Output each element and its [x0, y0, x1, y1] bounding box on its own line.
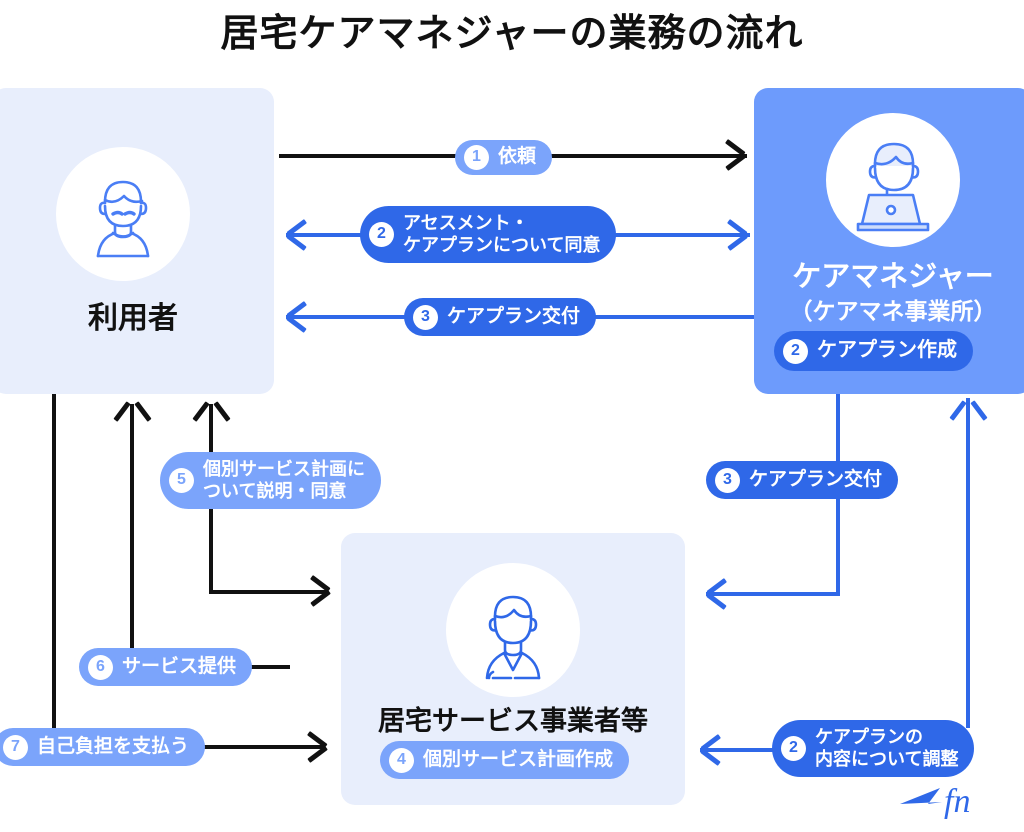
- badge-label: ケアプラン作成: [817, 339, 957, 362]
- flow-badge-7-self-payment[interactable]: 7 自己負担を支払う: [0, 728, 206, 766]
- badge-label: ケアプラン交付: [749, 468, 883, 490]
- flow-badge-3-care-plan-delivery-provider[interactable]: 3 ケアプラン交付: [706, 461, 899, 499]
- entity-name-provider: 居宅サービス事業者等: [378, 706, 648, 736]
- arrowhead-right-1: [725, 139, 754, 170]
- flow-line-4-horizontal: [706, 592, 840, 596]
- elderly-person-icon: [56, 147, 190, 281]
- flow-badge-5-individual-plan-explanation[interactable]: 5 個別サービス計画に ついて説明・同意: [160, 452, 381, 509]
- flow-line-5-vertical: [966, 398, 970, 728]
- badge-number: 5: [169, 468, 194, 493]
- entity-subname-care-manager: （ケアマネ事業所）: [789, 298, 997, 324]
- badge-label: 自己負担を支払う: [37, 735, 190, 757]
- badge-label-line1: アセスメント・: [403, 213, 529, 234]
- flow-line-6-horizontal: [209, 590, 327, 594]
- badge-number: 1: [464, 145, 489, 170]
- badge-label: サービス提供: [122, 655, 237, 677]
- arrowhead-up-6: [192, 395, 231, 421]
- page-title: 居宅ケアマネジャーの業務の流れ: [220, 13, 804, 55]
- arrowhead-right-8: [307, 731, 336, 762]
- flow-line-5-horizontal: [700, 748, 790, 752]
- badge-number: 4: [389, 747, 414, 773]
- arrowhead-right-2: [727, 219, 756, 250]
- badge-label-line2: ついて説明・同意: [203, 480, 347, 501]
- flow-badge-1-request[interactable]: 1 依頼: [455, 140, 553, 175]
- svg-text:fn: fn: [944, 783, 970, 820]
- flow-badge-6-service-provision[interactable]: 6 サービス提供: [79, 648, 253, 686]
- flow-badge-2-assessment-agreement[interactable]: 2 アセスメント・ ケアプランについて同意: [360, 206, 617, 263]
- badge-label: 個別サービス計画作成: [423, 748, 614, 770]
- arrowhead-up-7: [113, 395, 152, 421]
- entity-name-user: 利用者: [88, 302, 178, 335]
- badge-label: 依頼: [498, 146, 537, 168]
- badge-number: 3: [715, 467, 740, 493]
- badge-label: ケアプラン交付: [447, 305, 581, 327]
- arrowhead-up-5: [949, 394, 988, 420]
- brand-watermark: fn: [898, 776, 1024, 832]
- flow-badge-3-care-plan-delivery-user[interactable]: 3 ケアプラン交付: [404, 298, 597, 336]
- brand-swoosh-icon: [900, 788, 942, 804]
- badge-number: 2: [781, 736, 806, 761]
- badge-label-line1: 個別サービス計画に: [203, 459, 365, 480]
- badge-label-line2: ケアプランについて同意: [403, 234, 601, 255]
- care-manager-laptop-icon: [826, 113, 960, 247]
- arrowhead-left-3: [278, 301, 307, 332]
- badge-number: 2: [783, 338, 808, 364]
- entity-box-provider: 居宅サービス事業者等 4 個別サービス計画作成: [341, 533, 685, 805]
- badge-label-line1: ケアプランの: [815, 727, 923, 748]
- badge-individual-service-plan[interactable]: 4 個別サービス計画作成: [380, 741, 630, 779]
- badge-number: 3: [413, 304, 438, 330]
- badge-care-plan-creation[interactable]: 2 ケアプラン作成: [774, 331, 973, 371]
- flow-line-8-vertical: [52, 394, 56, 749]
- caregiver-icon: [446, 563, 580, 697]
- flow-line-7-vertical: [130, 404, 134, 669]
- badge-number: 2: [369, 222, 394, 247]
- flow-badge-2-care-plan-adjustment[interactable]: 2 ケアプランの 内容について調整: [772, 720, 975, 777]
- badge-number: 7: [3, 734, 28, 760]
- arrowhead-left-4: [698, 578, 727, 609]
- arrowhead-left-5: [692, 734, 721, 765]
- badge-label-line2: 内容について調整: [815, 748, 959, 769]
- badge-number: 6: [88, 654, 113, 680]
- entity-box-user: 利用者: [0, 88, 274, 394]
- arrowhead-left-2: [278, 219, 307, 250]
- entity-name-care-manager: ケアマネジャー: [792, 261, 994, 293]
- arrowhead-right-6: [310, 575, 339, 606]
- entity-box-care-manager: ケアマネジャー （ケアマネ事業所） 2 ケアプラン作成: [754, 88, 1024, 394]
